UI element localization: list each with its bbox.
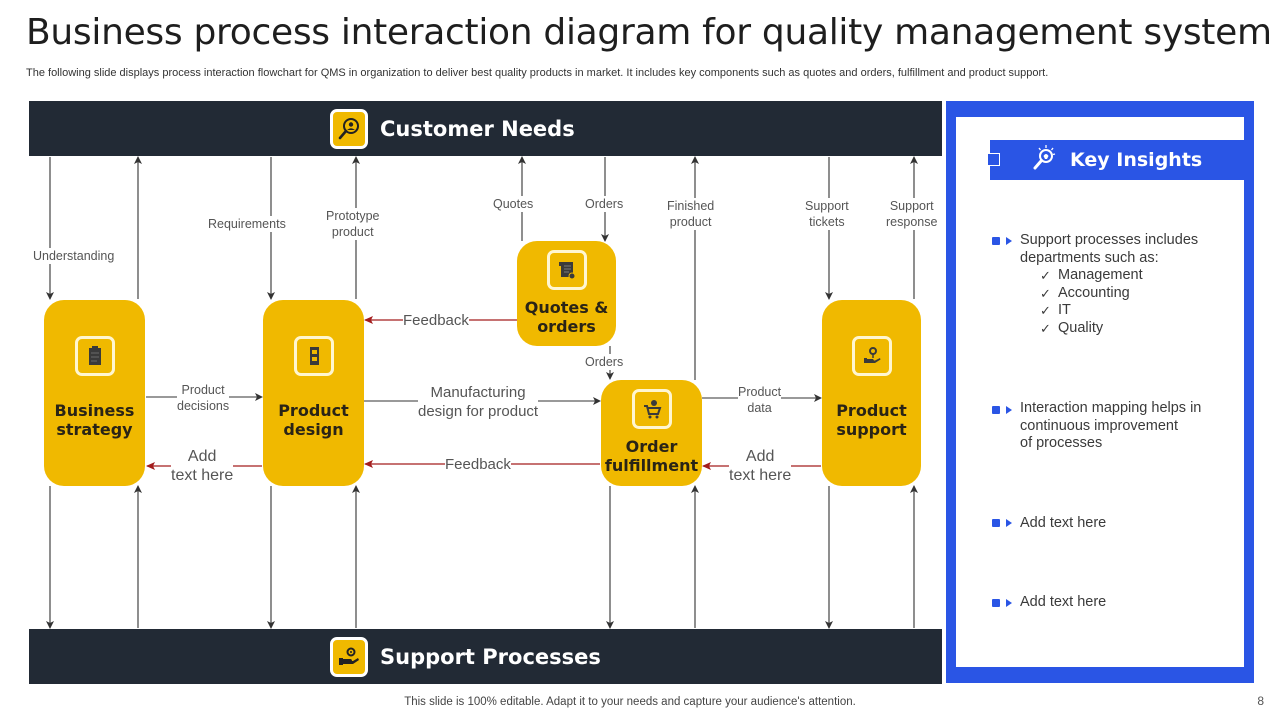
insight-item: Support processes includes departments s…	[1020, 232, 1199, 337]
hand-gear-icon	[851, 336, 892, 376]
checkmark-icon: ✓	[1040, 285, 1051, 301]
customer-needs-label: Customer Needs	[380, 116, 575, 141]
blueprint-phone-icon	[293, 336, 334, 376]
label-orders-top: Orders	[585, 196, 624, 212]
lightbulb-magnifier-icon	[1030, 144, 1058, 176]
shopping-cart-icon	[631, 389, 672, 429]
label-requirements: Requirements	[208, 216, 286, 232]
label-understanding: Understanding	[33, 248, 115, 264]
department-checklist: ✓Management ✓Accounting ✓IT ✓Quality	[1020, 267, 1198, 337]
key-insights-panel	[946, 101, 1254, 683]
slide-footer: This slide is 100% editable. Adapt it to…	[404, 696, 856, 708]
insight-item: Add text here	[1020, 515, 1107, 531]
check-item: ✓Accounting	[1040, 284, 1130, 301]
header-connector-square	[987, 153, 1000, 166]
page-number: 8	[1257, 694, 1264, 708]
bullet-arrow-icon	[1006, 406, 1012, 414]
check-item: ✓Management	[1040, 267, 1143, 283]
bullet-arrow-icon	[1006, 599, 1012, 607]
timeline-dot	[992, 519, 1000, 527]
clipboard-icon	[74, 336, 115, 376]
key-insights-header: Key Insights	[990, 140, 1244, 180]
insight-item: Add text here	[1020, 594, 1107, 610]
label-quotes: Quotes	[493, 196, 534, 212]
node-label: Business	[54, 401, 135, 420]
node-label: Product	[278, 401, 349, 420]
node-label: Quotes &	[524, 298, 609, 317]
bullet-arrow-icon	[1006, 237, 1012, 245]
hand-gear-icon	[330, 636, 368, 677]
slide-subtitle: The following slide displays process int…	[26, 67, 1049, 79]
key-insights-title: Key Insights	[1070, 149, 1203, 171]
check-item: ✓IT	[1040, 302, 1071, 318]
label-feedback-bottom: Feedback	[445, 455, 511, 474]
node-quotes-orders[interactable]: Quotes &orders	[517, 241, 616, 346]
support-processes-label: Support Processes	[380, 644, 601, 669]
node-label: Order	[625, 437, 678, 456]
check-item: ✓Quality	[1040, 319, 1104, 336]
timeline-dot	[992, 237, 1000, 245]
label-orders-mid: Orders	[585, 354, 624, 370]
checkmark-icon: ✓	[1040, 268, 1051, 283]
slide-title: Business process interaction diagram for…	[26, 12, 1272, 53]
timeline-dot	[992, 599, 1000, 607]
checkmark-icon: ✓	[1040, 303, 1051, 318]
bullet-arrow-icon	[1006, 519, 1012, 527]
insight-item: Interaction mapping helps in continuous …	[1020, 400, 1202, 451]
support-processes-band: Support Processes	[29, 629, 942, 684]
checkmark-icon: ✓	[1040, 320, 1051, 336]
label-feedback-top: Feedback	[403, 311, 469, 330]
search-person-icon	[330, 108, 368, 149]
scroll-document-icon	[546, 250, 587, 290]
customer-needs-band: Customer Needs	[29, 101, 942, 156]
timeline-dot	[992, 406, 1000, 414]
node-label: Product	[836, 401, 907, 420]
